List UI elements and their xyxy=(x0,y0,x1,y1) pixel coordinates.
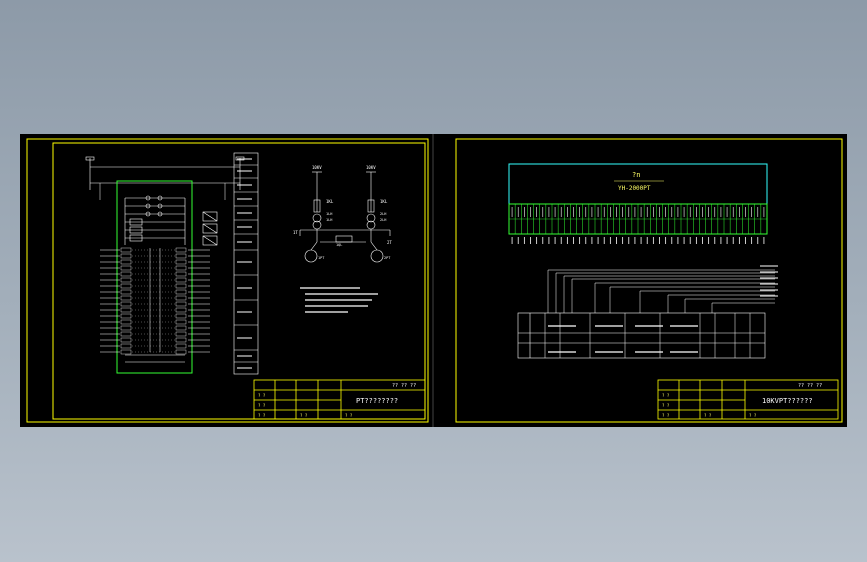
pt-label-right: 1KL xyxy=(380,199,388,204)
svg-text:? ?: ? ? xyxy=(258,413,266,418)
terminal-cells xyxy=(509,204,767,234)
right-page-number: ?? ?? ?? xyxy=(798,383,822,389)
left-sheet-inner-frame xyxy=(52,142,426,420)
left-sheet-outer-frame xyxy=(26,138,429,423)
cable-table-columns xyxy=(544,313,751,358)
right-title-block xyxy=(657,379,839,420)
svg-text:1T: 1T xyxy=(293,230,298,235)
primary-pt-labels: 10KV 10KV 1KL 1KL 1LH 1LH 2LH 2LH 1T 2T … xyxy=(293,165,392,260)
svg-text:? ?: ? ? xyxy=(258,403,266,408)
svg-text:? ?: ? ? xyxy=(662,393,670,398)
svg-text:1PT: 1PT xyxy=(318,256,325,260)
terminal-strip-title: ?n xyxy=(632,171,640,179)
left-page-number: ?? ?? ?? xyxy=(392,383,416,389)
protection-module-box xyxy=(116,180,193,374)
svg-text:? ?: ? ? xyxy=(300,413,308,418)
primary-pt-diagram xyxy=(299,171,391,263)
notes-block xyxy=(300,287,378,313)
right-sheet: ?n YH-2000PT 10KVPT?????? xyxy=(455,138,843,423)
svg-text:? ?: ? ? xyxy=(662,403,670,408)
svg-text:1LH: 1LH xyxy=(326,218,332,222)
right-title-small-marks: ? ? ? ? ? ? ? ? ? ? xyxy=(662,393,757,418)
left-title-text: PT???????? xyxy=(356,397,398,405)
right-sheet-outer-frame xyxy=(455,138,843,423)
terminal-strip-model: YH-2000PT xyxy=(618,185,651,192)
left-title-block xyxy=(253,379,426,420)
svg-text:2LH: 2LH xyxy=(380,218,386,222)
svg-text:10KV: 10KV xyxy=(366,165,376,170)
svg-text:1LH: 1LH xyxy=(326,212,332,216)
svg-text:? ?: ? ? xyxy=(704,413,712,418)
left-title-small-marks: ? ? ? ? ? ? ? ? ? ? xyxy=(258,393,353,418)
svg-text:10KV: 10KV xyxy=(312,165,322,170)
terminal-bottom-labels xyxy=(511,237,765,244)
svg-text:2LH: 2LH xyxy=(380,212,386,216)
svg-text:? ?: ? ? xyxy=(345,413,353,418)
left-sheet: 10KV 10KV 1KL 1KL 1LH 1LH 2LH 2LH 1T 2T … xyxy=(26,138,429,423)
description-column-text xyxy=(237,158,252,369)
right-title-text: 10KVPT?????? xyxy=(762,397,813,405)
svg-text:2PT: 2PT xyxy=(384,256,391,260)
cable-routing-lines xyxy=(547,265,778,313)
svg-text:? ?: ? ? xyxy=(258,393,266,398)
svg-text:? ?: ? ? xyxy=(749,413,757,418)
svg-text:1QL: 1QL xyxy=(336,243,342,247)
svg-text:2T: 2T xyxy=(387,240,392,245)
svg-text:? ?: ? ? xyxy=(662,413,670,418)
terminal-rows xyxy=(100,247,210,363)
cable-table xyxy=(517,312,766,359)
secondary-wiring-diagram xyxy=(85,152,259,375)
pt-label-left: 1KL xyxy=(326,199,334,204)
